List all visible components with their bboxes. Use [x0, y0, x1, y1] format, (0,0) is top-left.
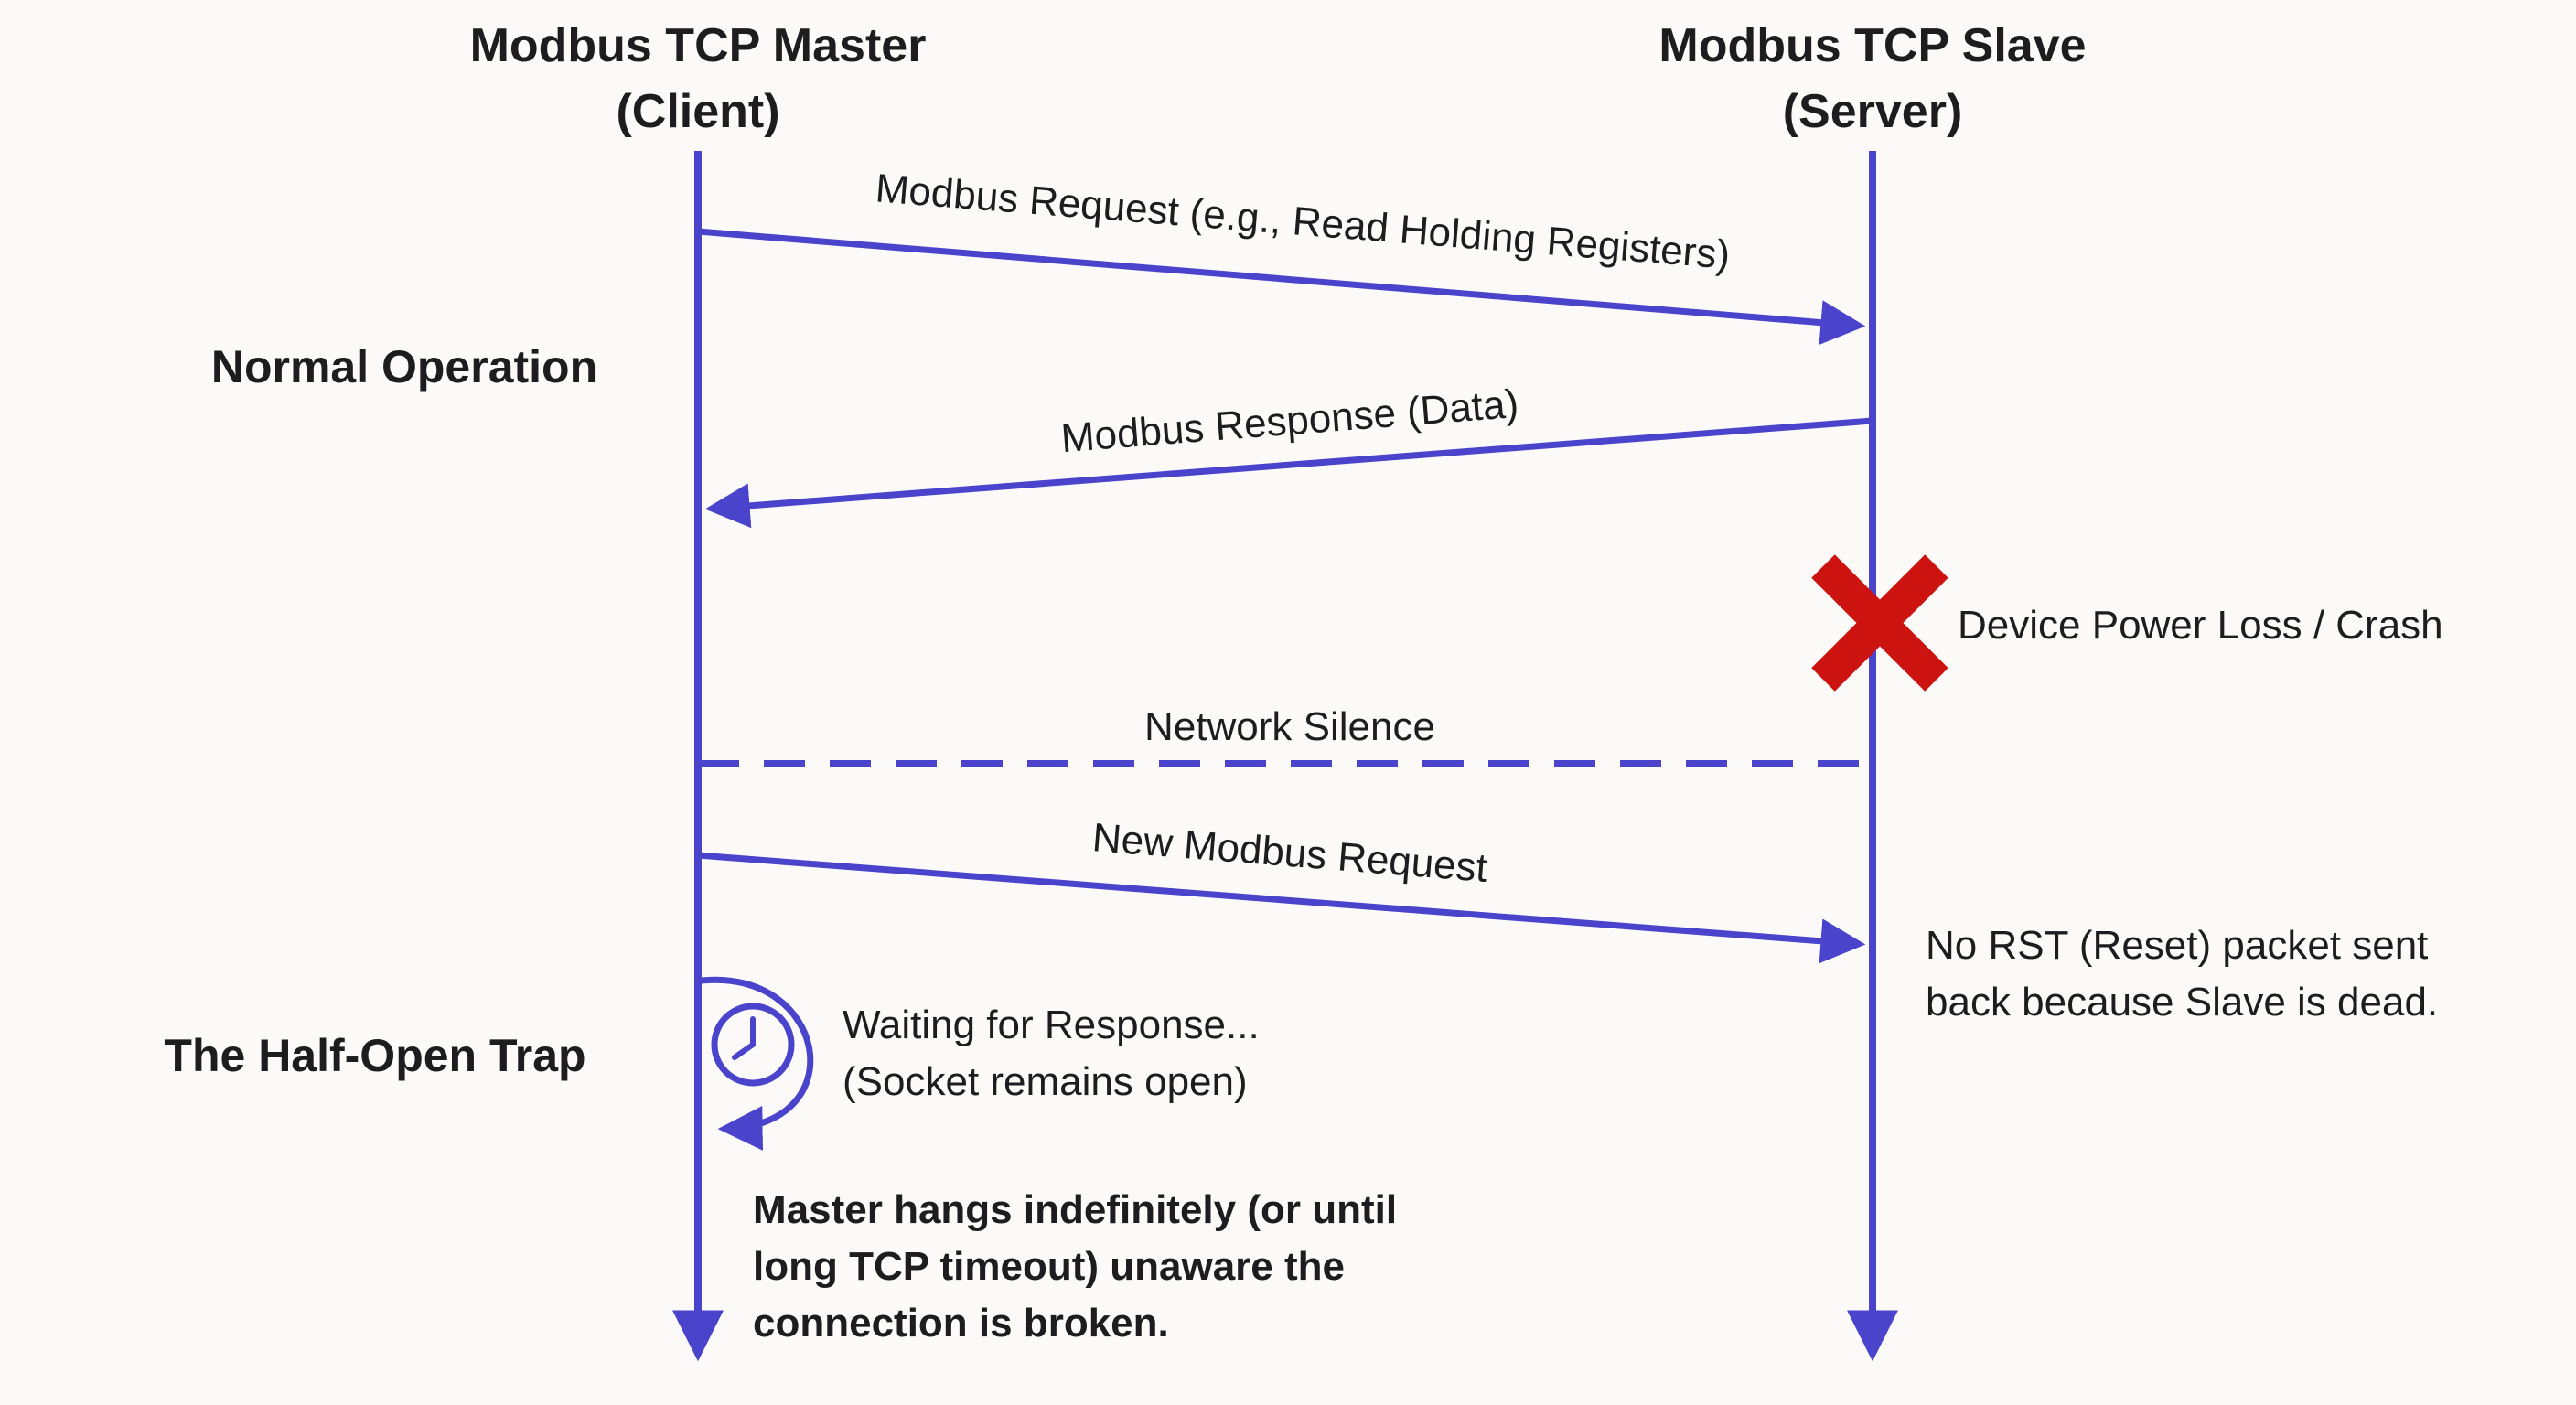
- actor-master-line1: Modbus TCP Master: [469, 19, 927, 72]
- actor-slave-line2: (Server): [1782, 85, 1963, 138]
- clock-icon: [711, 1003, 795, 1087]
- actor-master-line2: (Client): [616, 85, 780, 138]
- arrow-new-modbus-request: [697, 852, 1866, 964]
- annotation-master-hangs-line3: connection is broken.: [753, 1301, 1169, 1346]
- phase-half-open-trap: The Half-Open Trap: [164, 1030, 586, 1081]
- arrow-modbus-request: [697, 228, 1866, 346]
- actor-master-label: Modbus TCP Master (Client): [378, 13, 1018, 145]
- phase-normal-operation: Normal Operation: [210, 341, 598, 392]
- annotation-waiting-line2: (Socket remains open): [843, 1059, 1248, 1104]
- actor-slave-line1: Modbus TCP Slave: [1658, 19, 2087, 72]
- annotation-master-hangs: Master hangs indefinitely (or until long…: [753, 1182, 1397, 1352]
- annotation-master-hangs-line1: Master hangs indefinitely (or until: [753, 1187, 1398, 1232]
- waiting-loop-arrow: [700, 976, 814, 1151]
- annotation-device-crash: Device Power Loss / Crash: [1958, 603, 2443, 648]
- annotation-no-rst-line2: back because Slave is dead.: [1926, 980, 2439, 1024]
- annotation-no-rst-line1: No RST (Reset) packet sent: [1926, 923, 2429, 968]
- annotation-waiting-line1: Waiting for Response...: [843, 1003, 1260, 1047]
- annotation-no-rst: No RST (Reset) packet sent back because …: [1926, 917, 2438, 1031]
- annotation-master-hangs-line2: long TCP timeout) unaware the: [753, 1244, 1346, 1289]
- annotation-waiting: Waiting for Response... (Socket remains …: [843, 997, 1260, 1110]
- label-network-silence: Network Silence: [1144, 704, 1435, 749]
- actor-slave-label: Modbus TCP Slave (Server): [1552, 13, 2193, 145]
- arrow-modbus-response: [704, 417, 1873, 529]
- crash-x-icon: [1811, 554, 1948, 692]
